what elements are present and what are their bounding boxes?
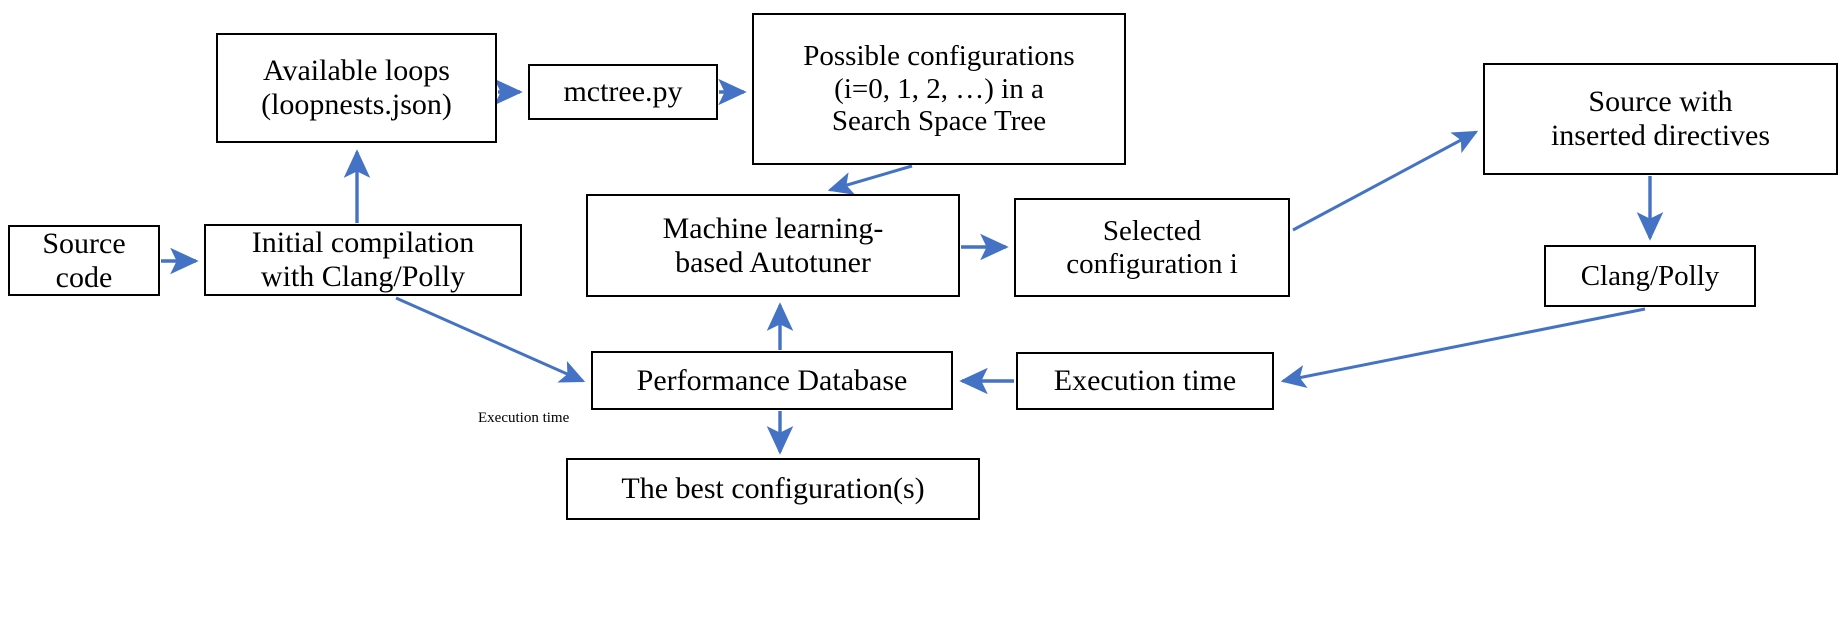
- node-performance-database-label: Performance Database: [636, 363, 908, 397]
- arrow-possible-configs-to-autotuner: [827, 164, 913, 195]
- node-best-configuration[interactable]: The best configuration(s): [566, 458, 980, 520]
- node-initial-compilation-label: Initial compilation with Clang/Polly: [251, 226, 475, 293]
- node-execution-time-label: Execution time: [1053, 364, 1237, 398]
- node-selected-configuration[interactable]: Selected configuration i: [1014, 198, 1290, 297]
- node-available-loops-label: Available loops (loopnests.json): [261, 54, 452, 121]
- node-source-code[interactable]: Source code: [8, 225, 160, 296]
- node-performance-database[interactable]: Performance Database: [591, 351, 953, 410]
- node-execution-time[interactable]: Execution time: [1016, 352, 1274, 410]
- arrow-selected-config-to-source-directives: [1292, 130, 1479, 232]
- node-selected-configuration-label: Selected configuration i: [1066, 215, 1238, 280]
- node-mctree-py-label: mctree.py: [563, 75, 683, 109]
- node-source-code-label: Source code: [42, 226, 126, 294]
- node-possible-configurations-label: Possible configurations (i=0, 1, 2, …) i…: [803, 40, 1075, 138]
- node-clang-polly-label: Clang/Polly: [1580, 259, 1720, 292]
- node-initial-compilation[interactable]: Initial compilation with Clang/Polly: [204, 224, 522, 296]
- node-source-with-inserted-directives[interactable]: Source with inserted directives: [1483, 63, 1838, 175]
- arrow-initial-compilation-to-performance-db: [395, 296, 586, 383]
- arrow-clang-polly-to-execution-time: [1280, 307, 1646, 389]
- edge-label-execution-time: Execution time: [478, 410, 570, 426]
- node-source-with-inserted-directives-label: Source with inserted directives: [1550, 85, 1771, 152]
- node-ml-based-autotuner-label: Machine learning- based Autotuner: [662, 211, 884, 279]
- node-available-loops[interactable]: Available loops (loopnests.json): [216, 33, 497, 143]
- node-best-configuration-label: The best configuration(s): [621, 472, 925, 506]
- node-ml-based-autotuner[interactable]: Machine learning- based Autotuner: [586, 194, 960, 297]
- node-clang-polly[interactable]: Clang/Polly: [1544, 245, 1756, 307]
- node-mctree-py[interactable]: mctree.py: [528, 64, 718, 120]
- node-possible-configurations[interactable]: Possible configurations (i=0, 1, 2, …) i…: [752, 13, 1126, 165]
